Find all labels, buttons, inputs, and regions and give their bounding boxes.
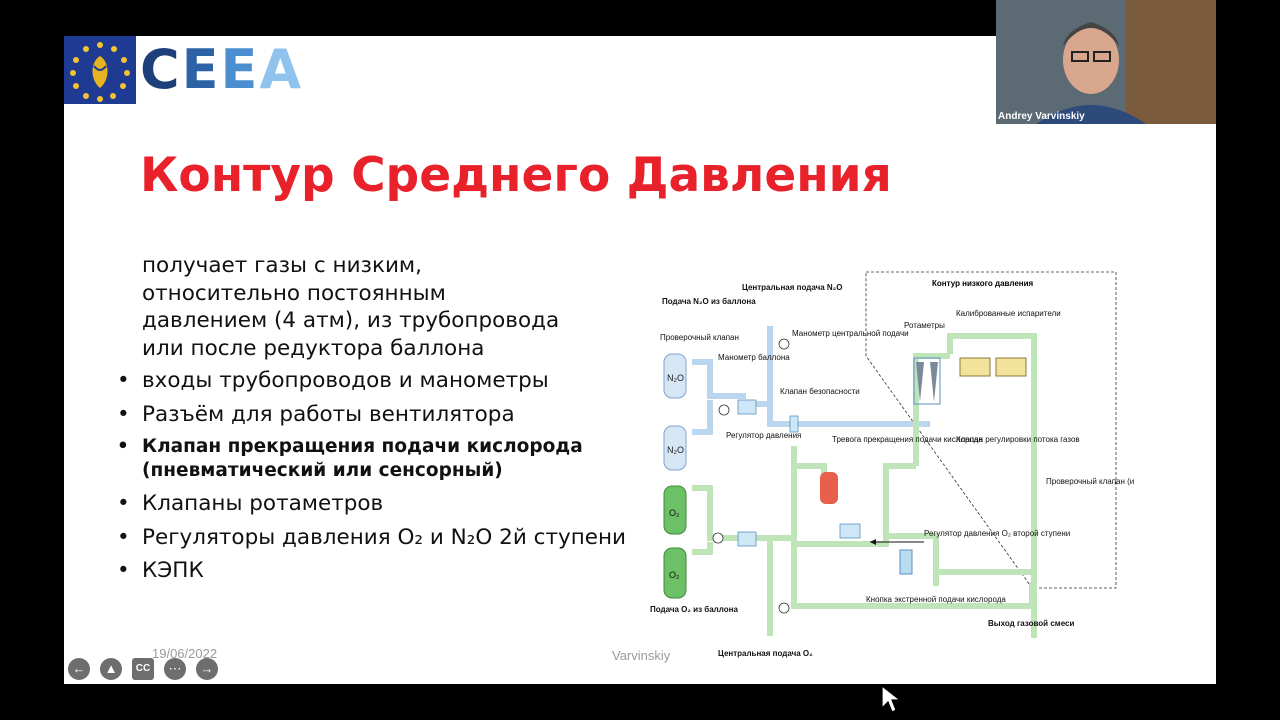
diagram-label: Подача O₂ из баллона: [650, 605, 738, 614]
diagram-label: Выход газовой смеси: [988, 619, 1074, 628]
cylinder-label: N₂O: [667, 445, 684, 455]
eu-flag-icon: [64, 36, 136, 104]
diagram-label: Центральная подача O₂: [718, 649, 813, 658]
bullet-item: КЭПК: [114, 558, 654, 584]
bullet-item: Разъём для работы вентилятора: [114, 402, 654, 428]
slide-body: получает газы с низким, относительно пос…: [114, 252, 654, 592]
intro-line: или после редуктора баллона: [142, 335, 485, 361]
diagram-label: Манометр баллона: [718, 353, 790, 362]
bullet-item: Клапаны ротаметров: [114, 491, 654, 517]
diagram-label: Кнопка экстренной подачи кислорода: [866, 595, 1006, 604]
more-options-button[interactable]: ⋯: [164, 658, 186, 680]
diagram-label: Ротаметры: [904, 321, 945, 330]
bullet-item: Регуляторы давления O₂ и N₂O 2й ступени: [114, 525, 654, 551]
intro-line: получает газы с низким,: [142, 253, 422, 278]
bullet-list: входы трубопроводов и манометры Разъём д…: [114, 368, 654, 584]
slide-author: Varvinskiy: [612, 648, 671, 663]
previous-slide-button[interactable]: ←: [68, 658, 90, 680]
alarm-cylinder-icon: [820, 472, 838, 504]
diagram-label: Регулятор давления O₂ второй ступени: [924, 529, 1070, 538]
cylinder-label: O₂: [669, 508, 680, 518]
presentation-slide: CEEA Контур Среднего Давления получает г…: [64, 36, 1216, 684]
anesthesia-machine-diagram: Контур низкого давления N₂O N₂O O₂ O₂: [650, 271, 1134, 658]
next-slide-button[interactable]: →: [196, 658, 218, 680]
diagram-label: Клапан регулировки потока газов: [956, 435, 1080, 444]
ceea-logo: CEEA: [64, 36, 324, 106]
diagram-label: Калиброванные испарители: [956, 309, 1061, 318]
speaker-avatar: [1036, 22, 1146, 124]
intro-text: получает газы с низким, относительно пос…: [142, 252, 654, 362]
slide-date: 19/06/2022: [152, 646, 218, 661]
flush-button-icon: [899, 549, 913, 575]
diagram-label: Подача N₂O из баллона: [662, 297, 756, 306]
regulator-icon: [737, 399, 861, 547]
diagram-label: Манометр центральной подачи: [792, 329, 909, 338]
diagram-label: Клапан безопасности: [780, 387, 860, 396]
bullet-item: Клапан прекращения подачи кислорода (пне…: [114, 435, 654, 483]
diagram-label: Тревога прекращения подачи кислорода: [832, 435, 983, 444]
participant-name: Andrey Varvinskiy: [998, 111, 1085, 122]
gauge-icon: [712, 338, 790, 614]
diagram-label: Центральная подача N₂O: [742, 283, 842, 292]
subtitles-button[interactable]: CC: [132, 658, 154, 680]
intro-line: давлением (4 атм), из трубопровода: [142, 308, 560, 333]
mouse-cursor-icon: [881, 684, 902, 713]
intro-line: относительно постоянным: [142, 280, 446, 306]
cylinder-label: N₂O: [667, 373, 684, 383]
n2o-cylinder-icon: N₂O N₂O: [663, 353, 687, 471]
diagram-label: Контур низкого давления: [932, 279, 1034, 288]
o2-cylinder-icon: O₂ O₂: [663, 485, 687, 599]
diagram-label: Проверочный клапан: [660, 333, 739, 342]
logo-text: CEEA: [140, 38, 304, 101]
pointer-tool-button[interactable]: ▲: [100, 658, 122, 680]
bookshelf-background: [1126, 0, 1216, 124]
bullet-item: входы трубопроводов и манометры: [114, 368, 654, 394]
cylinder-label: O₂: [669, 570, 680, 580]
diagram-label: Проверочный клапан (или внутренний к исп…: [1046, 477, 1134, 486]
webcam-video: Andrey Varvinskiy: [996, 0, 1216, 124]
slide-title: Контур Среднего Давления: [140, 148, 892, 203]
vaporizer-icon: [959, 357, 1027, 377]
rotameter-icon: [913, 357, 941, 405]
diagram-label: Регулятор давления: [726, 431, 801, 440]
